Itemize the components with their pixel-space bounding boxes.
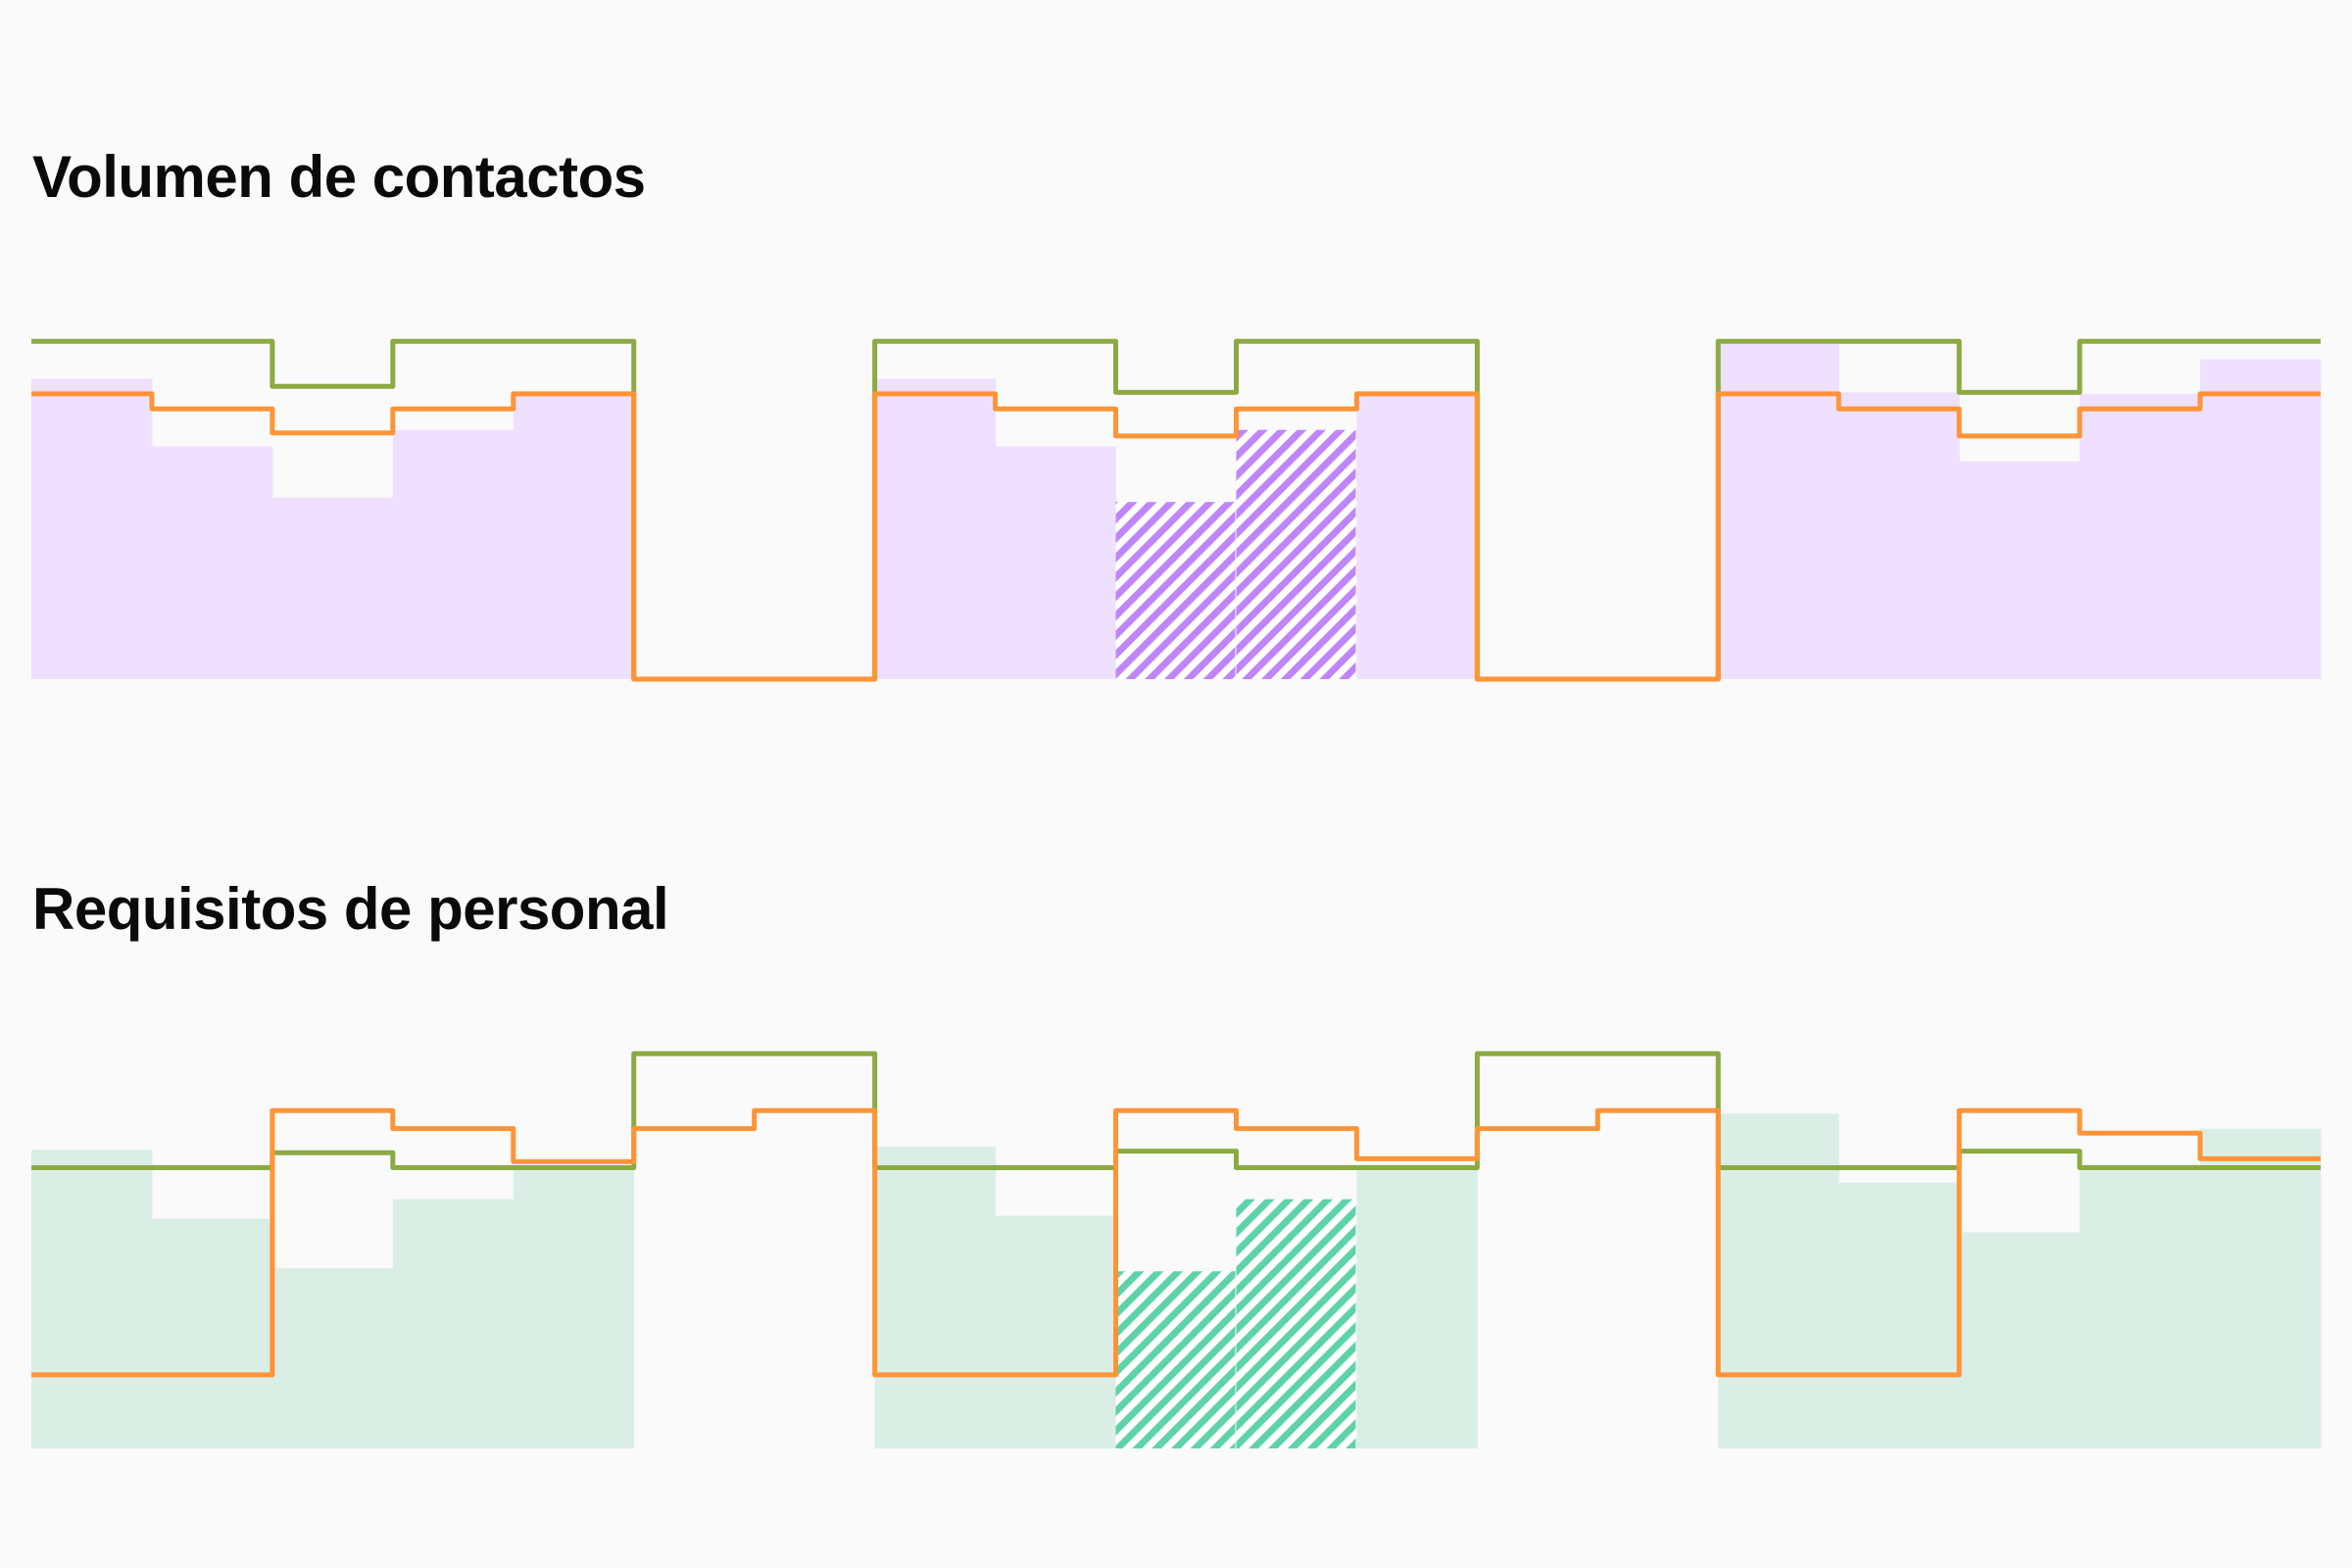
bar bbox=[2200, 359, 2322, 679]
bar bbox=[392, 429, 514, 679]
forecast-bar bbox=[1236, 1199, 1356, 1448]
bar bbox=[392, 1199, 514, 1448]
chart-title-staffing: Requisitos de personal bbox=[32, 876, 669, 942]
bar bbox=[1959, 1232, 2081, 1448]
orange-step-line bbox=[31, 1107, 2321, 1378]
bar bbox=[2080, 393, 2201, 679]
forecast-bar bbox=[1115, 502, 1236, 679]
forecast-bar bbox=[1115, 1271, 1236, 1448]
bar bbox=[271, 1268, 394, 1448]
bar bbox=[271, 497, 394, 679]
bar bbox=[513, 1167, 635, 1448]
bar bbox=[1838, 392, 1960, 679]
bar bbox=[874, 378, 997, 679]
bar bbox=[1356, 1167, 1478, 1448]
bar bbox=[2080, 1164, 2201, 1448]
bar bbox=[151, 1218, 273, 1448]
bar bbox=[31, 1150, 153, 1448]
bar bbox=[1718, 341, 1839, 679]
bar bbox=[151, 446, 273, 679]
bar bbox=[513, 392, 635, 679]
bar bbox=[31, 378, 153, 679]
staffing-chart bbox=[31, 1051, 2322, 1448]
bar bbox=[1718, 1113, 1839, 1448]
green-step-line bbox=[31, 338, 2321, 682]
bar bbox=[2200, 1128, 2322, 1448]
volume-chart bbox=[31, 338, 2322, 682]
chart-title-volume: Volumen de contactos bbox=[32, 144, 646, 210]
bar bbox=[874, 1147, 997, 1448]
orange-step-line bbox=[31, 391, 2321, 682]
forecast-bar bbox=[1236, 429, 1356, 679]
bar bbox=[1959, 461, 2081, 679]
bar bbox=[995, 446, 1117, 679]
bar bbox=[995, 1215, 1117, 1448]
bar bbox=[1838, 1182, 1960, 1448]
bar bbox=[1356, 392, 1478, 679]
